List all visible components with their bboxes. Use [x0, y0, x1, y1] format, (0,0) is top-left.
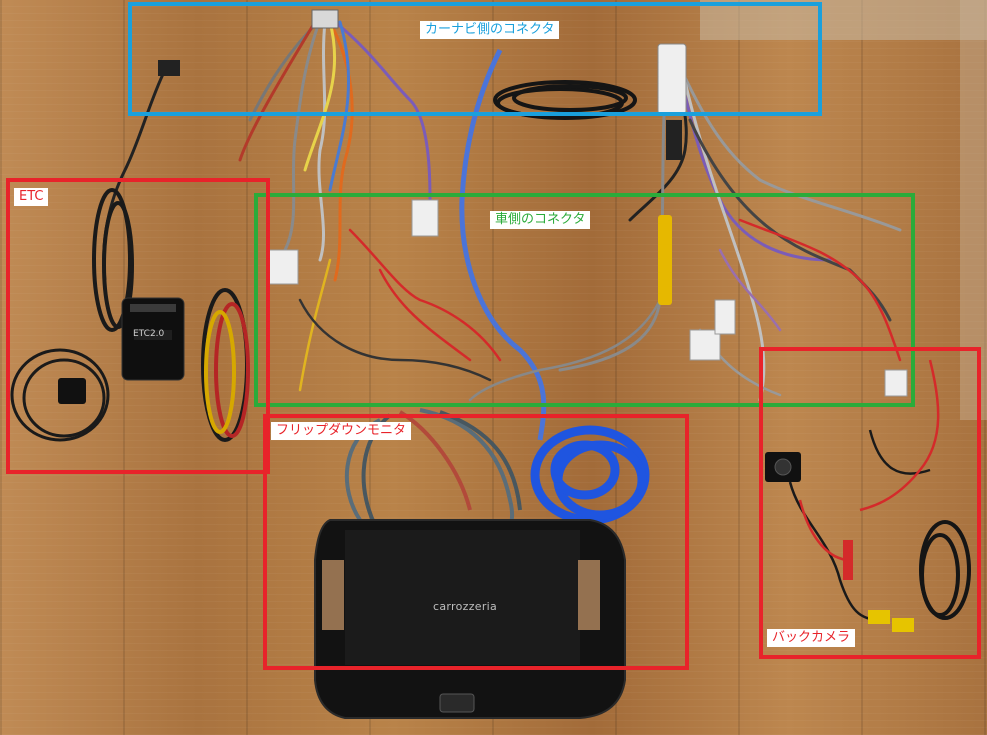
region-label-etc: ETC	[14, 188, 49, 206]
etc-coil	[92, 188, 134, 332]
camera-red-plug	[843, 540, 853, 580]
back-camera	[765, 452, 801, 482]
etc-antenna	[158, 60, 180, 76]
region-label-car: 車側のコネクタ	[490, 211, 591, 229]
camera-rca-2	[892, 618, 914, 632]
car-connector-3	[689, 329, 721, 361]
etc-power-coil	[201, 288, 250, 442]
yellow-rca-plug	[658, 215, 672, 305]
navi-connector	[311, 9, 339, 29]
region-car-connectors: 車側のコネクタ	[254, 193, 915, 407]
car-connector-2	[411, 199, 439, 237]
region-label-navi: カーナビ側のコネクタ	[420, 21, 560, 39]
etc-unit-marking: ETC2.0	[133, 329, 165, 339]
coiled-cable	[493, 80, 637, 120]
baseboard	[700, 0, 987, 40]
camera-coil	[919, 520, 971, 620]
etc-unit	[121, 297, 185, 381]
car-connector-4	[714, 299, 736, 335]
region-label-camera: バックカメラ	[767, 629, 856, 647]
region-etc: ETC	[6, 178, 270, 474]
gps-coil	[10, 348, 110, 442]
region-camera: バックカメラ	[759, 347, 981, 659]
region-label-monitor: フリップダウンモニタ	[271, 422, 412, 440]
car-connector-5	[884, 369, 908, 397]
car-connector-1	[267, 249, 299, 285]
camera-rca-1	[868, 610, 890, 624]
gps-antenna	[58, 378, 86, 404]
monitor-brand: carrozzeria	[433, 600, 498, 613]
region-navi-connectors: カーナビ側のコネクタ	[128, 2, 822, 116]
region-monitor: フリップダウンモニタ	[263, 414, 689, 670]
